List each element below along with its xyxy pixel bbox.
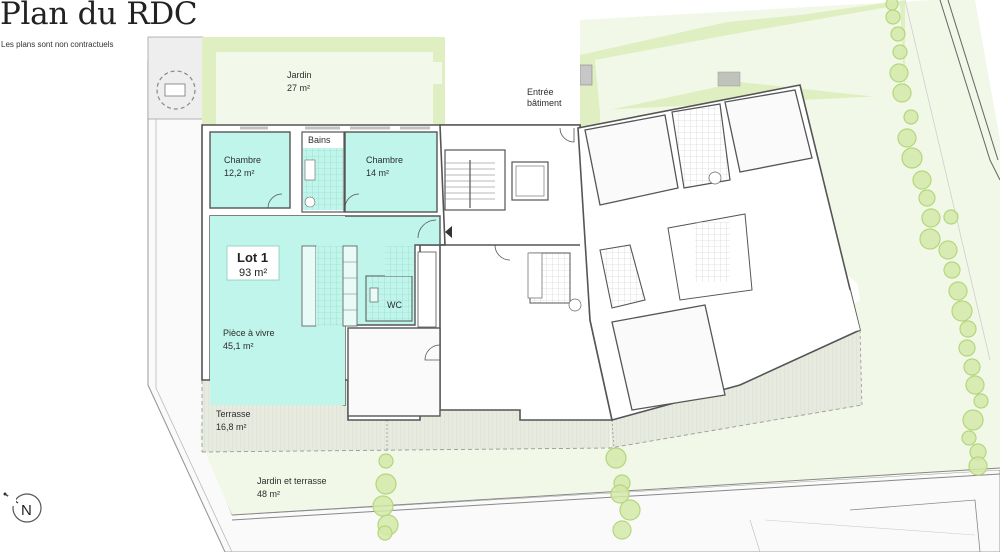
storage-room (347, 327, 441, 417)
trees (372, 0, 989, 541)
label-terrasse: Terrasse (216, 409, 251, 419)
area-jardin-terrasse: 48 m² (257, 489, 280, 499)
label-entrance-line2: bâtiment (527, 98, 562, 108)
label-chambre-2: Chambre (366, 155, 403, 165)
label-entrance-line1: Entrée (527, 87, 554, 97)
lot-name: Lot 1 (237, 250, 268, 265)
page-title: Plan du RDC (0, 0, 198, 32)
parking-space (147, 36, 204, 120)
garden-north-east (579, 0, 905, 130)
garden-north (202, 37, 445, 125)
label-bains: Bains (308, 135, 331, 145)
apartment-east (584, 89, 860, 411)
apartment-middle (417, 244, 582, 328)
label-piece-a-vivre: Pièce à vivre (223, 328, 275, 338)
disclaimer-text: Les plans sont non contractuels (1, 40, 114, 49)
area-piece-a-vivre: 45,1 m² (223, 341, 254, 351)
entrance-arrow-icon (445, 226, 452, 238)
room-labels: Jardin 27 m² Entrée bâtiment Chambre 12,… (216, 70, 562, 499)
compass-label: N (21, 502, 32, 519)
lot-area: 93 m² (239, 267, 267, 279)
area-chambre-2: 14 m² (366, 168, 389, 178)
label-jardin-north: Jardin (287, 70, 312, 80)
label-wc: WC (387, 300, 402, 310)
lot-badge: Lot 1 93 m² (226, 245, 280, 281)
north-arrow-icon: N (3, 492, 42, 523)
stair-core (444, 127, 575, 238)
label-chambre-1: Chambre (224, 155, 261, 165)
area-terrasse: 16,8 m² (216, 422, 247, 432)
label-jardin-terrasse: Jardin et terrasse (257, 476, 327, 486)
area-chambre-1: 12,2 m² (224, 168, 255, 178)
area-jardin-north: 27 m² (287, 83, 310, 93)
